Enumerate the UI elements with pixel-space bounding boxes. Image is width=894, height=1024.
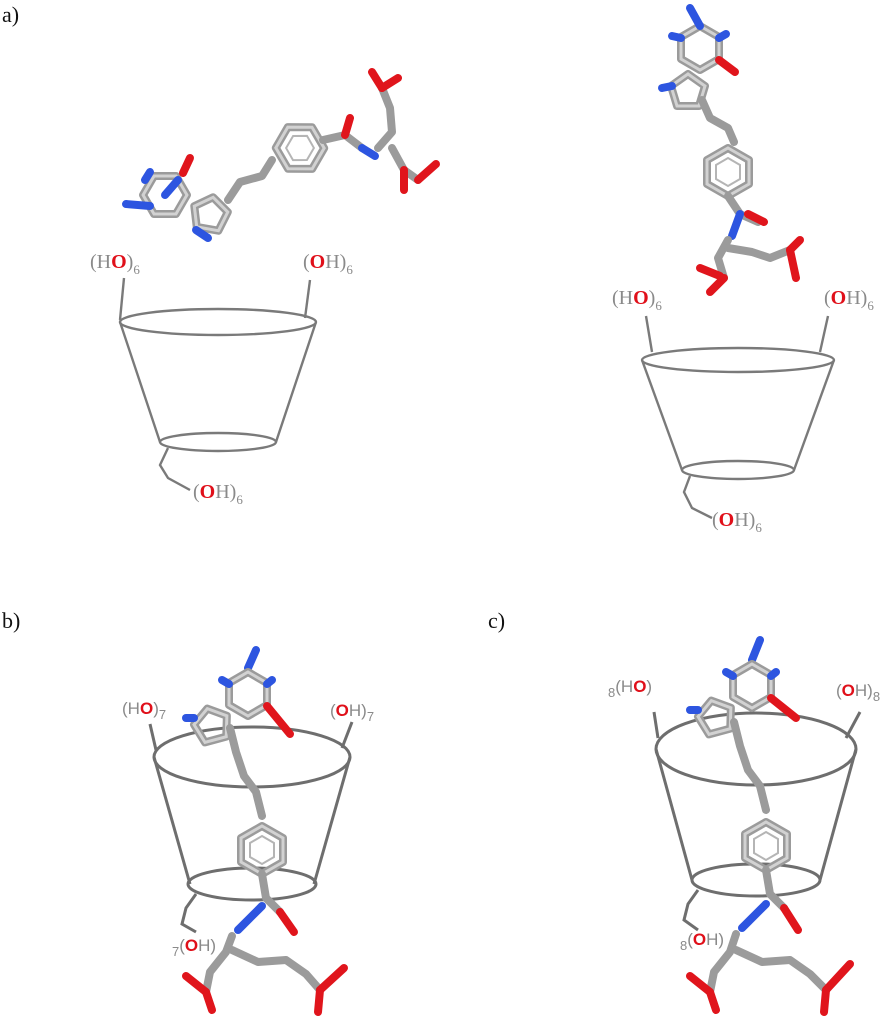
hydroxyl-label-b-bottom: 7(OH) (172, 936, 216, 959)
hydroxyl-label-a-left-top: (HO)6 (90, 251, 140, 277)
hydroxyl-label-a-left-right: (OH)6 (303, 251, 353, 277)
hydroxyl-label-c-right: (OH)8 (836, 681, 880, 704)
cyclodextrin-cone-c (652, 711, 862, 932)
cyclodextrin-cone-a-left (118, 277, 318, 492)
hydroxyl-label-c-bottom: 8(OH) (680, 930, 724, 953)
hydroxyl-label-b-right: (OH)7 (330, 701, 374, 724)
pemetrexed-molecule-c (686, 636, 854, 1016)
hydroxyl-label-a-right-right: (OH)6 (824, 287, 874, 313)
hydroxyl-label-b-left: (HO)7 (122, 699, 166, 722)
pemetrexed-molecule-a-right (658, 4, 804, 296)
pemetrexed-molecule-a-left (122, 68, 440, 242)
hydroxyl-label-a-right-bottom: (OH)6 (712, 509, 762, 535)
cyclodextrin-cone-a-right (640, 315, 836, 520)
hydroxyl-label-a-right-top: (HO)6 (612, 287, 662, 313)
hydroxyl-label-a-left-bottom: (OH)6 (193, 481, 243, 507)
panel-label-c: c) (488, 608, 505, 633)
hydroxyl-label-c-left: 8(HO) (608, 677, 652, 700)
cyclodextrin-cone-b (148, 721, 354, 934)
pemetrexed-molecule-b (182, 646, 348, 1016)
panel-label-a: a) (2, 2, 19, 27)
panel-label-b: b) (2, 608, 20, 633)
